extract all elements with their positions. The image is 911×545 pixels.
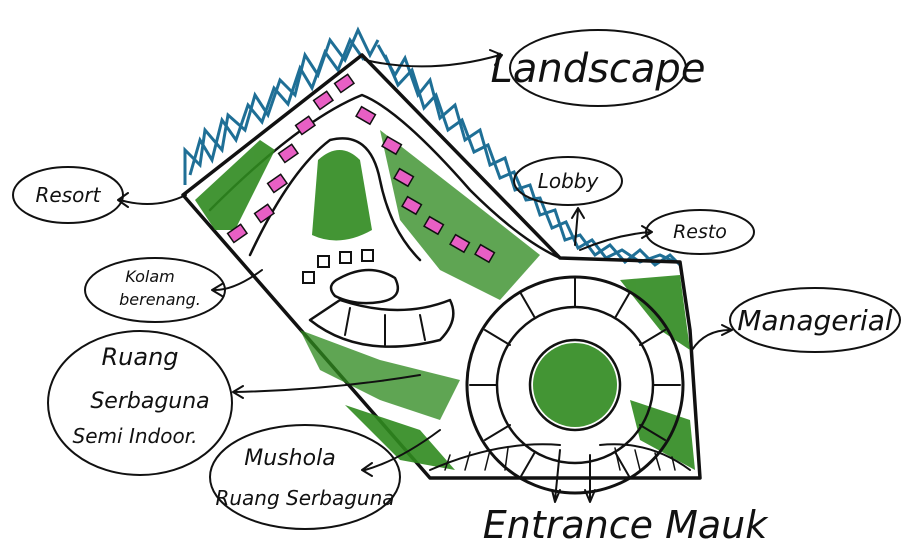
pool-shape bbox=[329, 268, 400, 305]
leader-arrows bbox=[117, 49, 733, 477]
lower-arc bbox=[429, 443, 691, 471]
label-mushola-2: Ruang Serbaguna bbox=[215, 486, 394, 510]
label-ruang-1: Ruang bbox=[101, 343, 178, 371]
entrance-arrows bbox=[551, 449, 596, 503]
small-units bbox=[302, 249, 374, 284]
inner-path bbox=[208, 93, 562, 260]
label-kolam-2: berenang. bbox=[119, 290, 201, 309]
label-resto: Resto bbox=[673, 221, 727, 243]
semi-indoor-hall bbox=[308, 298, 455, 348]
resort-units bbox=[226, 73, 496, 264]
central-green-circle bbox=[533, 343, 617, 427]
label-entrance: Entrance Mauk bbox=[483, 503, 769, 545]
label-kolam-1: Kolam bbox=[125, 267, 175, 286]
landscape-hatch bbox=[183, 26, 682, 267]
label-ruang-3: Semi Indoor. bbox=[73, 424, 198, 448]
label-resort: Resort bbox=[36, 183, 102, 207]
hall-dividers bbox=[344, 307, 426, 346]
label-bubbles bbox=[12, 29, 901, 530]
label-managerial: Managerial bbox=[737, 304, 893, 337]
label-ruang-2: Serbaguna bbox=[90, 389, 209, 414]
central-rotunda bbox=[465, 275, 685, 495]
label-mushola-1: Mushola bbox=[244, 446, 335, 471]
label-landscape: Landscape bbox=[491, 46, 706, 92]
lower-hatching bbox=[444, 447, 676, 471]
site-outline bbox=[181, 53, 702, 480]
label-lobby: Lobby bbox=[538, 169, 600, 193]
inner-path-2 bbox=[248, 137, 422, 262]
